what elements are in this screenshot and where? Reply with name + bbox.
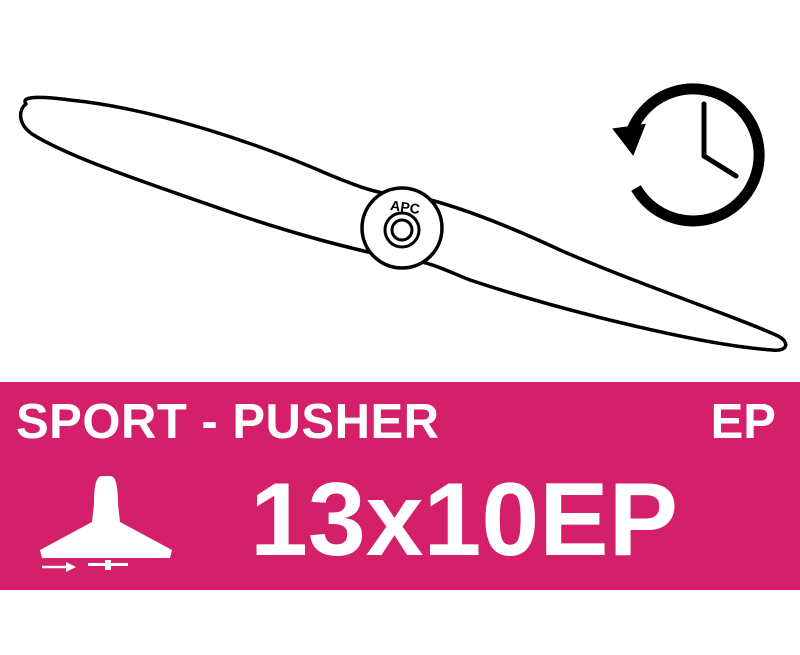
hub-label: APC	[389, 197, 421, 217]
category-label: SPORT - PUSHER	[16, 395, 440, 449]
product-banner: SPORT - PUSHER EP 13x10EP	[0, 382, 800, 590]
propeller-icon: APC	[18, 95, 788, 352]
type-code-label: EP	[710, 395, 776, 449]
propeller-hub: APC	[360, 186, 444, 270]
model-name: 13x10EP	[250, 462, 678, 578]
delta-wing-pusher-aircraft-icon	[40, 476, 172, 572]
counterclockwise-clock-icon	[612, 83, 765, 227]
